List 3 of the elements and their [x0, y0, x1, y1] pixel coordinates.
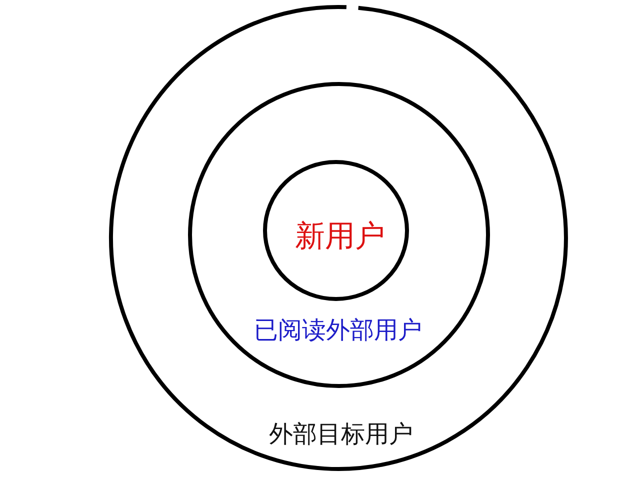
ring-label: 外部目标用户 — [269, 421, 413, 449]
ring-label: 已阅读外部用户 — [254, 317, 422, 345]
ring-label: 新用户 — [295, 220, 385, 254]
